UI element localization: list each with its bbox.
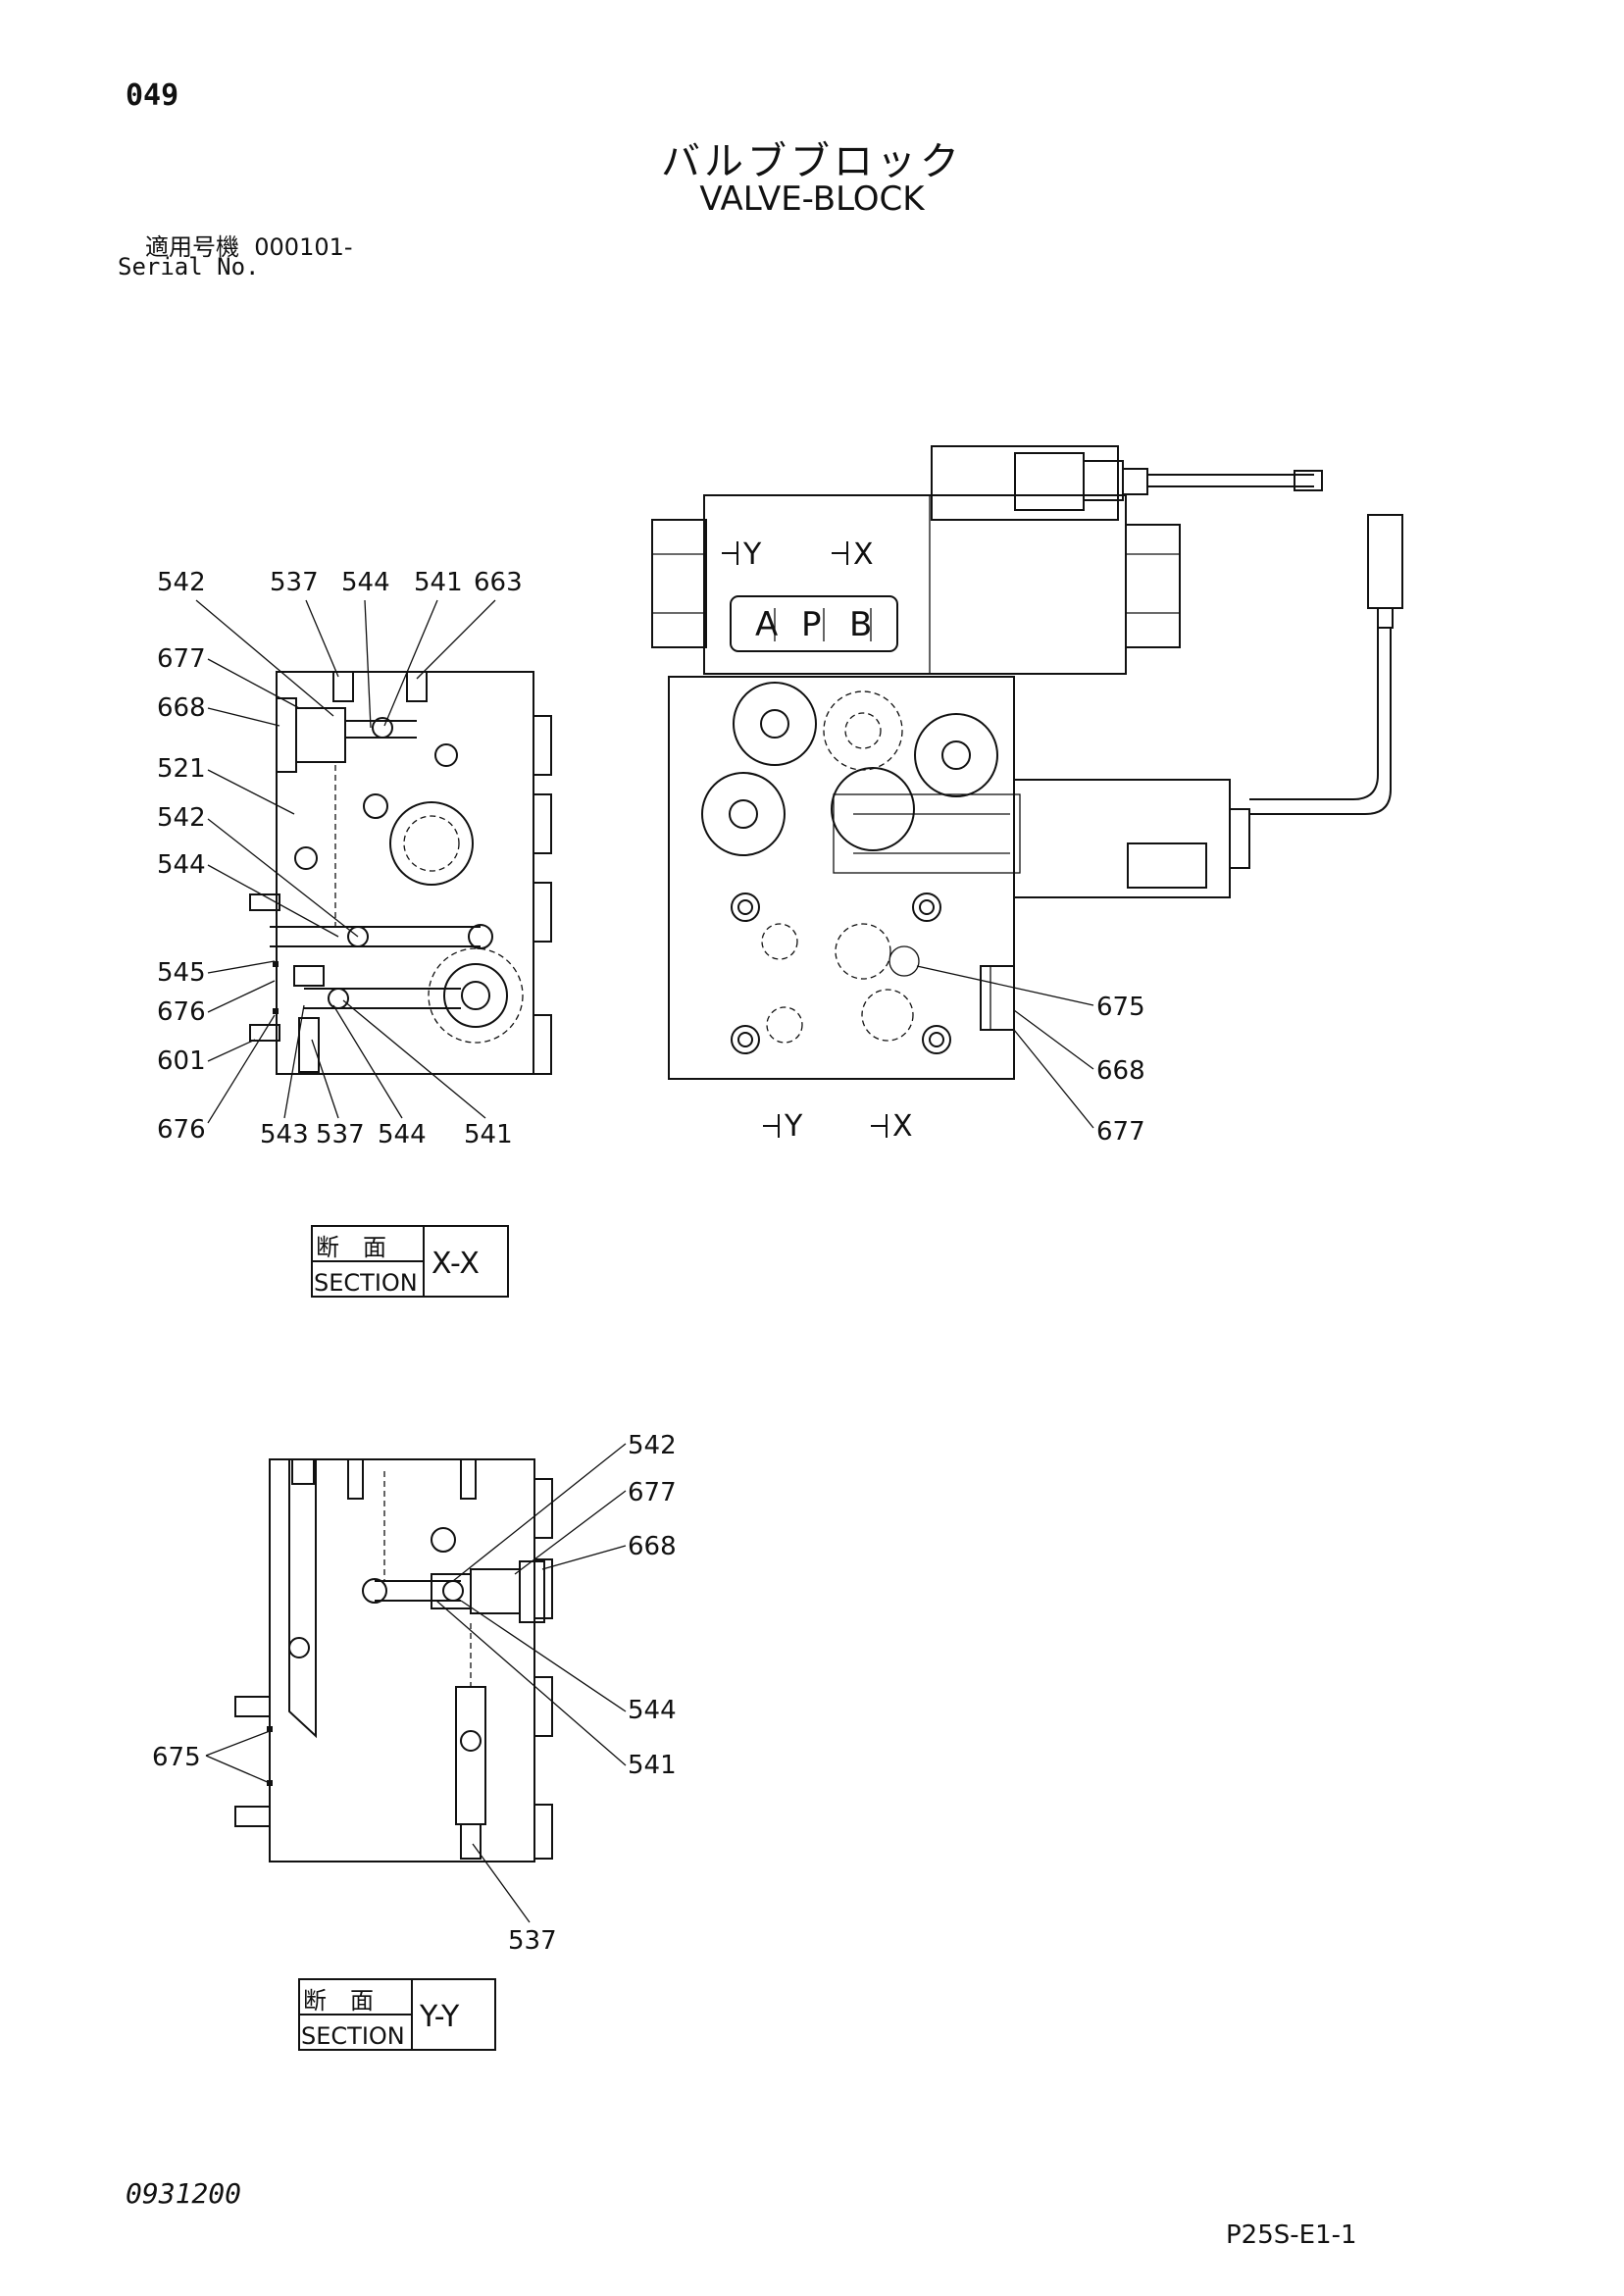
section-xx-label-en: SECTION (314, 1269, 418, 1297)
page-reference: P25S-E1-1 (1226, 2220, 1357, 2250)
page-number: 049 (126, 78, 179, 113)
section-yy-id: Y-Y (419, 2000, 460, 2034)
section-xx-view: 542 537 544 541 663 677 668 521 542 544 … (157, 568, 552, 1298)
section-marker-x-bottom: X (892, 1109, 913, 1144)
title-japanese: バルブブロック (661, 139, 963, 184)
port-p-label: P (801, 605, 822, 644)
main-view: A P B Y X (651, 445, 1403, 1147)
callout-521-xx: 521 (157, 754, 206, 784)
callout-675-main: 675 (1096, 993, 1145, 1022)
callout-541-xx-top: 541 (414, 568, 463, 597)
callout-545-xx: 545 (157, 958, 206, 988)
callout-544-xx: 544 (157, 850, 206, 880)
callout-541-xx-bottom: 541 (464, 1120, 513, 1149)
section-marker-y-bottom: Y (784, 1109, 803, 1144)
callout-544-xx-top: 544 (341, 568, 390, 597)
callout-601-xx: 601 (157, 1046, 206, 1076)
callout-543-xx: 543 (260, 1120, 309, 1149)
callout-544-xx-bottom: 544 (378, 1120, 427, 1149)
callout-537-yy: 537 (508, 1926, 557, 1956)
solenoid-port-labels: A P B (755, 605, 872, 644)
port-a-label: A (755, 605, 778, 644)
callout-677-xx: 677 (157, 644, 206, 674)
serial-label-english: Serial No. (118, 253, 260, 281)
section-marker-y-top: Y (742, 537, 762, 572)
section-yy-view: 542 677 668 544 541 675 537 断 面 SECTION … (152, 1431, 677, 2051)
callout-675-yy: 675 (152, 1743, 201, 1772)
serial-value: 000101- (254, 233, 353, 261)
callout-663-xx-top: 663 (474, 568, 523, 597)
section-marker-x-top: X (853, 537, 874, 572)
callout-537-xx: 537 (316, 1120, 365, 1149)
callout-541-yy: 541 (628, 1751, 677, 1780)
callout-668-main: 668 (1096, 1056, 1145, 1086)
callout-676b-xx: 676 (157, 1115, 206, 1145)
callout-542-xx-top: 542 (157, 568, 206, 597)
callout-668-xx: 668 (157, 693, 206, 723)
serial-label-jp: 適用号機 (145, 233, 239, 261)
callout-544-yy: 544 (628, 1696, 677, 1725)
callout-676-xx: 676 (157, 997, 206, 1027)
section-yy-label-en: SECTION (301, 2022, 405, 2050)
port-b-label: B (849, 605, 872, 644)
callout-537-xx-top: 537 (270, 568, 319, 597)
serial-label-japanese: 適用号機 000101- (145, 228, 353, 262)
callout-542-xx: 542 (157, 803, 206, 833)
callout-668-yy: 668 (628, 1532, 677, 1561)
callout-542-yy: 542 (628, 1431, 677, 1460)
section-yy-label-jp: 断 面 (303, 1987, 374, 2015)
section-xx-label-jp: 断 面 (316, 1234, 386, 1261)
title-english: VALVE-BLOCK (699, 179, 925, 219)
callout-677-main: 677 (1096, 1117, 1145, 1147)
document-code: 0931200 (126, 2177, 242, 2210)
section-xx-id: X-X (431, 1247, 480, 1281)
callout-677-yy: 677 (628, 1478, 677, 1507)
